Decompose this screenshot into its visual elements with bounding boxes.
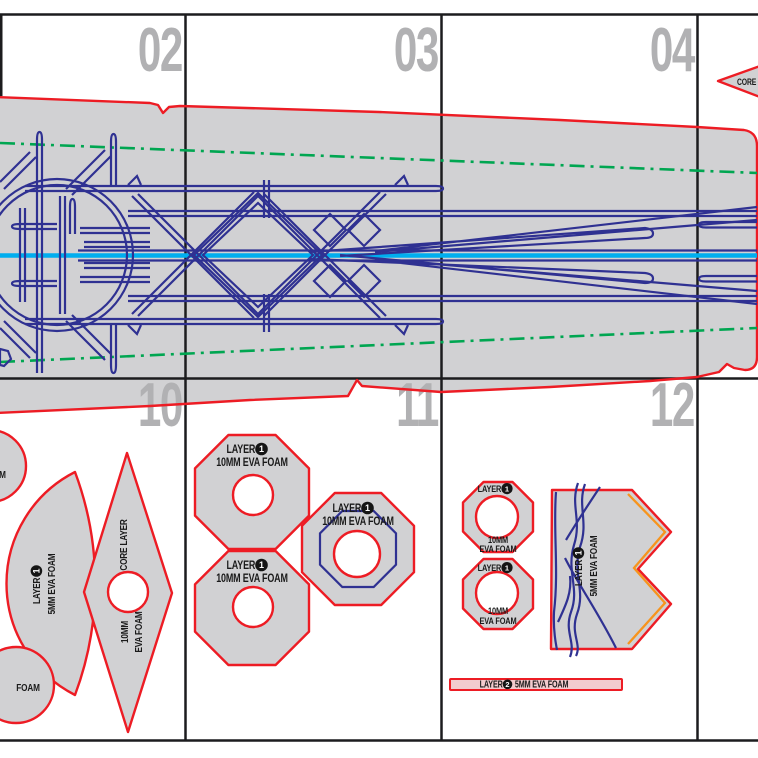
octagon-top-sublabel: 10MM EVA FOAM bbox=[216, 457, 288, 469]
small-octagon-upper-label: LAYER 1 bbox=[478, 483, 513, 494]
octagon-right-hole bbox=[332, 529, 382, 579]
partial-disc-top-label: FOAM bbox=[0, 468, 6, 480]
small-octagon-lower-hole bbox=[474, 570, 520, 616]
tile-11-pieces: LAYER 1 10MM EVA FOAM LAYER 1 10MM EVA F… bbox=[193, 433, 416, 667]
kite-label-bottom: 10MM EVA FOAM bbox=[118, 611, 144, 652]
svg-text:LAYER: LAYER bbox=[332, 503, 361, 515]
blade-skeleton-lines bbox=[0, 130, 758, 375]
banner-orange-guide bbox=[627, 493, 667, 645]
svg-text:1: 1 bbox=[365, 503, 370, 513]
octagon-bottom-hole bbox=[231, 585, 275, 629]
partial-disc-bottom-piece bbox=[0, 645, 56, 725]
svg-text:1: 1 bbox=[259, 444, 264, 454]
kite-label-top: CORE LAYER bbox=[117, 519, 129, 571]
page-label-12: 12 bbox=[650, 371, 694, 440]
strip-label: LAYER 2 5MM EVA FOAM bbox=[480, 678, 569, 689]
svg-text:5MM EVA FOAM: 5MM EVA FOAM bbox=[515, 678, 568, 689]
small-octagon-lower-label: LAYER 1 bbox=[478, 562, 513, 573]
small-octagon-lower-size: 10MM bbox=[488, 605, 508, 616]
small-octagon-upper-material: EVA FOAM bbox=[480, 543, 517, 554]
page-label-03: 03 bbox=[394, 16, 438, 85]
svg-text:LAYER: LAYER bbox=[478, 483, 502, 494]
svg-text:10MM: 10MM bbox=[118, 621, 130, 643]
svg-text:1: 1 bbox=[505, 564, 509, 573]
octagon-right-sublabel: 10MM EVA FOAM bbox=[322, 516, 394, 528]
svg-text:1: 1 bbox=[574, 550, 584, 555]
tile-10-pieces: FOAM LAYER 1 5MM EVA FOAM CORE LAYER 10M… bbox=[0, 430, 174, 734]
octagon-bottom-sublabel: 10MM EVA FOAM bbox=[216, 573, 288, 585]
svg-text:5MM EVA FOAM: 5MM EVA FOAM bbox=[587, 535, 599, 596]
octagon-right-inner-octagon bbox=[318, 509, 398, 589]
page-label-04: 04 bbox=[650, 16, 696, 85]
page-label-02: 02 bbox=[138, 16, 182, 85]
svg-text:LAYER: LAYER bbox=[478, 562, 502, 573]
small-octagon-upper-size: 10MM bbox=[488, 534, 508, 545]
crescent-label: LAYER 1 5MM EVA FOAM bbox=[30, 553, 57, 614]
strip-piece bbox=[449, 678, 623, 691]
svg-text:EVA FOAM: EVA FOAM bbox=[132, 611, 144, 652]
svg-text:LAYER: LAYER bbox=[226, 560, 255, 572]
tile-12-pieces: LAYER 1 10MM EVA FOAM LAYER 1 10MM EVA F… bbox=[449, 480, 673, 691]
banner-vein-lines bbox=[552, 482, 617, 658]
svg-text:LAYER: LAYER bbox=[30, 577, 42, 604]
svg-text:1: 1 bbox=[32, 568, 42, 573]
svg-text:LAYER: LAYER bbox=[572, 559, 584, 586]
blade-core-outline bbox=[0, 95, 758, 414]
svg-text:2: 2 bbox=[505, 680, 509, 689]
small-octagon-lower-material: EVA FOAM bbox=[480, 615, 517, 626]
svg-text:LAYER: LAYER bbox=[226, 444, 255, 456]
partial-disc-bottom-label: FOAM bbox=[16, 681, 40, 693]
kite-hole bbox=[106, 570, 150, 614]
page-label-11: 11 bbox=[396, 371, 438, 440]
guide-lines-green bbox=[0, 141, 758, 364]
octagon-right-label: LAYER 1 bbox=[332, 501, 374, 515]
svg-text:CORE LAYER: CORE LAYER bbox=[117, 519, 129, 571]
core-pennant-label: CORE bbox=[737, 77, 757, 87]
svg-text:LAYER: LAYER bbox=[480, 678, 504, 689]
core-pennant-piece: CORE bbox=[716, 65, 758, 98]
octagon-bottom-label: LAYER 1 bbox=[226, 558, 268, 572]
octagon-top-label: LAYER 1 bbox=[226, 442, 268, 456]
banner-label: LAYER 1 5MM EVA FOAM bbox=[572, 535, 599, 596]
svg-text:1: 1 bbox=[505, 485, 509, 494]
octagon-top-hole bbox=[231, 473, 275, 517]
partial-disc-top-piece bbox=[0, 430, 28, 502]
svg-text:1: 1 bbox=[259, 560, 264, 570]
svg-text:5MM EVA FOAM: 5MM EVA FOAM bbox=[45, 553, 57, 614]
tile-grid-lines bbox=[0, 13, 758, 742]
banner-piece bbox=[549, 488, 673, 651]
small-octagon-upper-hole bbox=[474, 494, 520, 540]
